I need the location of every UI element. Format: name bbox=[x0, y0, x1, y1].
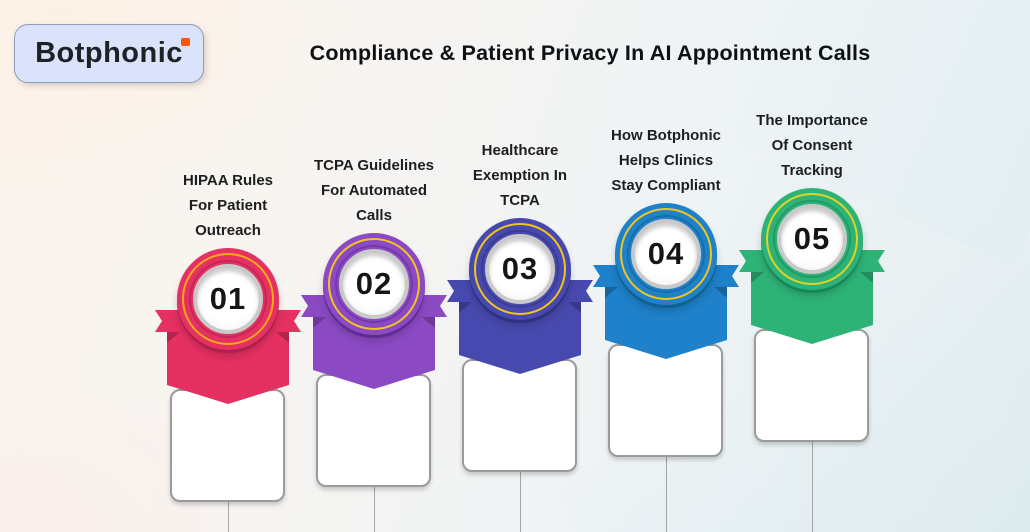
badge-core: 02 bbox=[339, 249, 409, 319]
step-number-badge: 02 bbox=[323, 233, 425, 335]
step-title: TCPA Guidelines For Automated Calls bbox=[314, 153, 434, 228]
step-title-line: HIPAA Rules bbox=[182, 172, 273, 189]
content-card bbox=[170, 389, 285, 502]
step-title-line: For Patient bbox=[188, 197, 268, 214]
content-card bbox=[754, 329, 869, 442]
step-title-line: Outreach bbox=[195, 222, 261, 239]
step-title-line: Tracking bbox=[781, 162, 843, 179]
step-number-badge: 03 bbox=[469, 218, 571, 320]
step-title-line: Calls bbox=[356, 207, 392, 224]
connector-line bbox=[665, 457, 667, 532]
content-card bbox=[608, 344, 723, 457]
step-number: 05 bbox=[793, 221, 831, 256]
step-column-1: HIPAA Rules For Patient Outreach 01 bbox=[155, 0, 301, 532]
step-title: HIPAA Rules For Patient Outreach bbox=[183, 168, 273, 243]
connector-line bbox=[811, 442, 813, 532]
badge-core: 03 bbox=[485, 234, 555, 304]
step-number: 04 bbox=[647, 236, 685, 271]
step-title: The Importance Of Consent Tracking bbox=[756, 108, 868, 183]
step-title-line: Exemption In bbox=[472, 167, 568, 184]
step-title-line: TCPA Guidelines bbox=[313, 157, 434, 174]
badge-yellow-ring bbox=[182, 253, 274, 345]
step-number-badge: 04 bbox=[615, 203, 717, 305]
step-title-line: Of Consent bbox=[771, 137, 853, 154]
step-title-line: For Automated bbox=[320, 182, 428, 199]
step-number: 03 bbox=[501, 251, 539, 286]
badge-core: 01 bbox=[193, 264, 263, 334]
step-title: Healthcare Exemption In TCPA bbox=[473, 138, 567, 213]
content-card bbox=[462, 359, 577, 472]
logo-i-dot bbox=[181, 38, 191, 46]
content-card bbox=[316, 374, 431, 487]
step-number-badge: 05 bbox=[761, 188, 863, 290]
step-column-5: The Importance Of Consent Tracking 05 bbox=[739, 0, 885, 532]
step-number: 02 bbox=[355, 266, 393, 301]
step-graphic: 01 bbox=[155, 248, 301, 502]
step-title-line: TCPA bbox=[500, 192, 540, 209]
step-title-line: The Importance bbox=[756, 112, 868, 129]
step-title-line: Stay Compliant bbox=[611, 177, 721, 194]
page-title: Compliance & Patient Privacy In AI Appoi… bbox=[309, 41, 871, 65]
step-graphic: 02 bbox=[301, 233, 447, 487]
step-graphic: 04 bbox=[593, 203, 739, 457]
step-number: 01 bbox=[209, 281, 247, 316]
step-title: How Botphonic Helps Clinics Stay Complia… bbox=[611, 123, 721, 198]
step-column-2: TCPA Guidelines For Automated Calls 02 bbox=[301, 0, 447, 532]
connector-line bbox=[373, 487, 375, 532]
logo-text: Botphonic bbox=[35, 37, 191, 70]
step-title-line: Healthcare bbox=[481, 142, 559, 159]
connector-line bbox=[519, 472, 521, 532]
steps-row: HIPAA Rules For Patient Outreach 01 bbox=[155, 0, 885, 532]
step-column-3: Healthcare Exemption In TCPA 03 bbox=[447, 0, 593, 532]
step-title-line: How Botphonic bbox=[611, 127, 721, 144]
badge-core: 04 bbox=[631, 219, 701, 289]
badge-yellow-ring bbox=[328, 238, 420, 330]
step-graphic: 03 bbox=[447, 218, 593, 472]
logo-wordmark: Botphonic bbox=[35, 37, 183, 69]
step-graphic: 05 bbox=[739, 188, 885, 442]
step-number-badge: 01 bbox=[177, 248, 279, 350]
step-column-4: How Botphonic Helps Clinics Stay Complia… bbox=[593, 0, 739, 532]
badge-dark-ring bbox=[189, 260, 267, 338]
step-title-line: Helps Clinics bbox=[618, 152, 714, 169]
connector-line bbox=[227, 502, 229, 532]
badge-dark-ring bbox=[335, 245, 413, 323]
botphonic-logo: Botphonic bbox=[14, 24, 204, 83]
badge-core: 05 bbox=[777, 204, 847, 274]
